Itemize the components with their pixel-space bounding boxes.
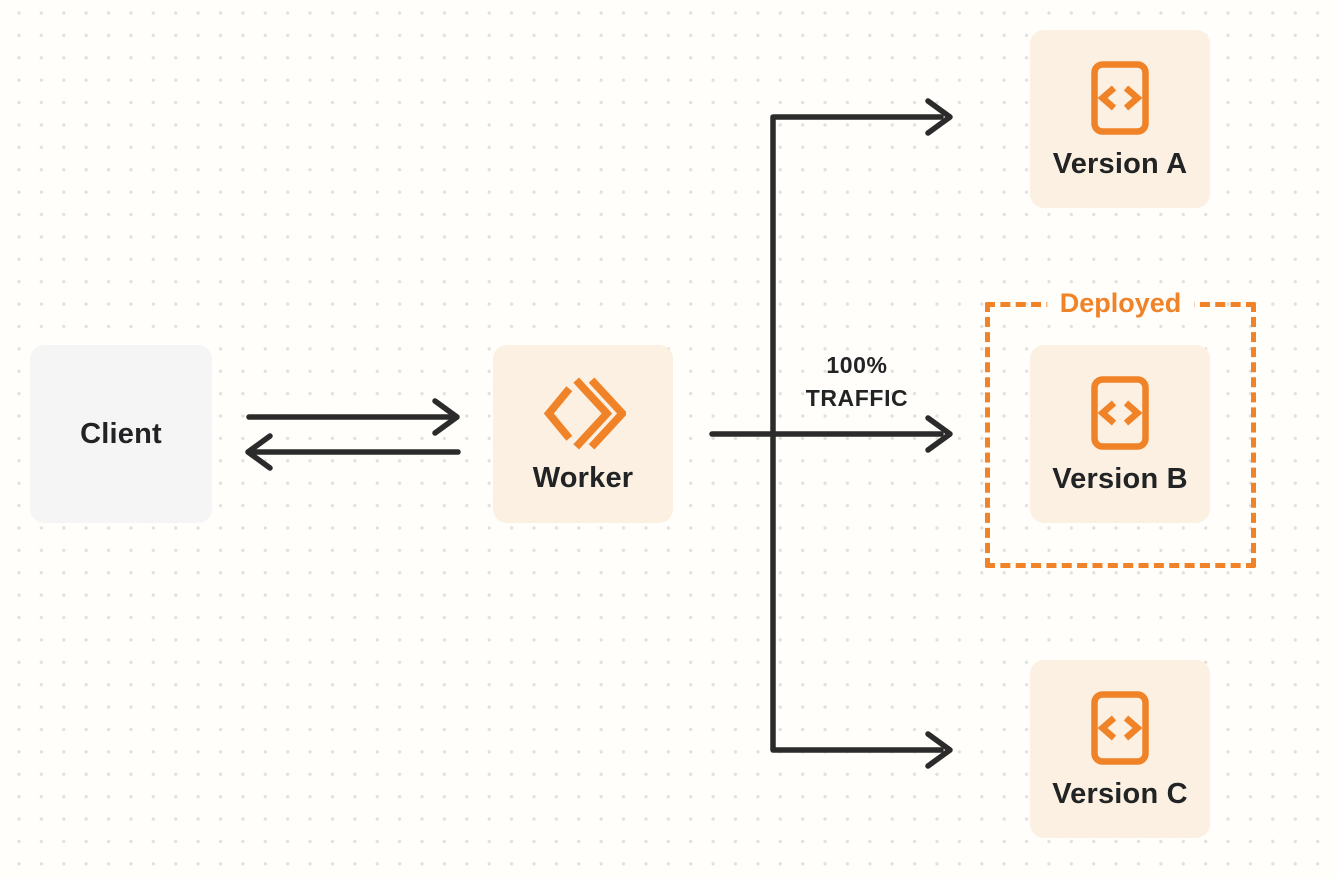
workers-logo-icon bbox=[540, 375, 626, 452]
arrowhead-worker-to-client bbox=[245, 433, 273, 471]
code-file-icon bbox=[1090, 375, 1150, 451]
arrowhead-client-to-worker bbox=[432, 398, 460, 436]
version-c-label: Version C bbox=[1052, 777, 1188, 810]
client-node: Client bbox=[30, 345, 212, 523]
version-b-node: Version B bbox=[1030, 345, 1210, 523]
client-label: Client bbox=[80, 417, 162, 450]
worker-node: Worker bbox=[493, 345, 673, 523]
arrowhead-version-b bbox=[925, 415, 953, 453]
worker-label: Worker bbox=[532, 462, 634, 494]
traffic-word: TRAFFIC bbox=[805, 385, 909, 411]
arrowhead-version-c bbox=[925, 731, 953, 769]
deployed-group-outline: Deployed bbox=[985, 287, 1256, 568]
traffic-percent: 100% bbox=[826, 352, 888, 378]
deployed-label: Deployed bbox=[1046, 287, 1195, 321]
version-b-label: Version B bbox=[1052, 462, 1188, 495]
version-a-label: Version A bbox=[1052, 147, 1188, 180]
version-c-node: Version C bbox=[1030, 660, 1210, 838]
traffic-annotation: 100% TRAFFIC bbox=[790, 349, 924, 415]
version-a-node: Version A bbox=[1030, 30, 1210, 208]
code-file-icon bbox=[1090, 60, 1150, 136]
arrow-branch-top-bottom bbox=[770, 114, 944, 753]
arrowhead-version-a bbox=[925, 98, 953, 136]
code-file-icon bbox=[1090, 690, 1150, 766]
